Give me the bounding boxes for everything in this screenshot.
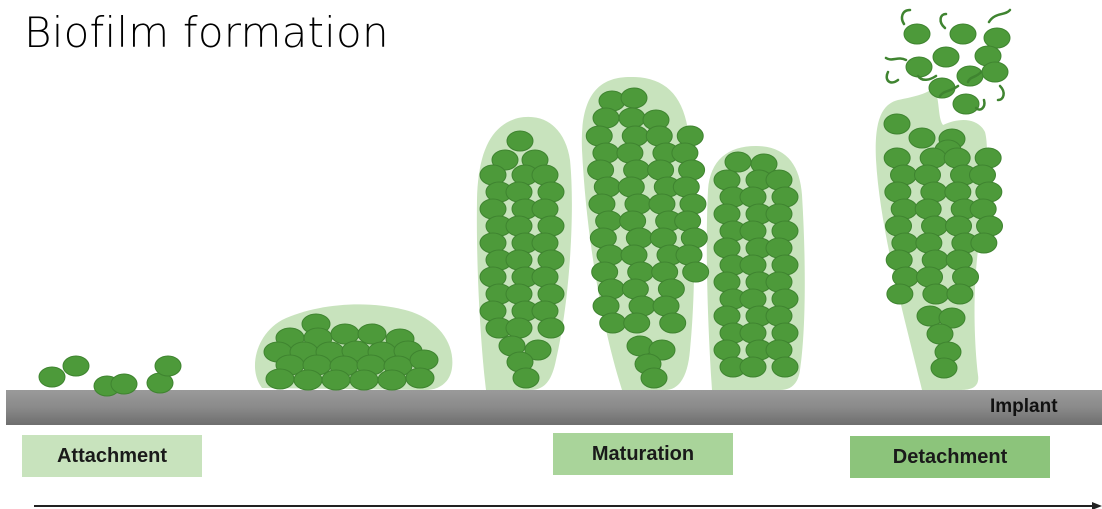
bacterium-cell <box>906 57 932 77</box>
bacterium-cell <box>406 368 434 388</box>
bacterium-cell <box>904 24 930 44</box>
flagellum <box>998 86 1004 100</box>
bacterium-cell <box>621 88 647 108</box>
stage-detachment-box: Detachment <box>850 436 1050 478</box>
bacterium-cell <box>982 62 1008 82</box>
flagellum <box>886 58 906 60</box>
bacterium-cell <box>322 370 350 390</box>
bacterium-cell <box>660 313 686 333</box>
stage-detachment-label: Detachment <box>893 446 1007 469</box>
bacterium-cell <box>923 284 949 304</box>
bacterium-cell <box>507 131 533 151</box>
bacterium-cell <box>600 313 626 333</box>
bacterium-cell <box>294 370 322 390</box>
implant-label: Implant <box>990 396 1058 418</box>
bacterium-cell <box>350 370 378 390</box>
flagellum <box>902 10 910 24</box>
bacterium-cell <box>39 367 65 387</box>
bacterium-cell <box>884 114 910 134</box>
implant-surface <box>6 390 1102 425</box>
bacterium-cell <box>410 350 438 370</box>
bacterium-cell <box>933 47 959 67</box>
bacterium-cell <box>950 24 976 44</box>
bacterium-cell <box>155 356 181 376</box>
bacterium-cell <box>506 318 532 338</box>
stage-attachment-label: Attachment <box>57 445 167 468</box>
bacterium-cell <box>378 370 406 390</box>
stage-attachment-box: Attachment <box>22 435 202 477</box>
bacterium-cell <box>947 284 973 304</box>
flagellum <box>887 72 898 82</box>
bacterium-cell <box>111 374 137 394</box>
bacterium-cell <box>513 368 539 388</box>
bacterium-cell <box>266 369 294 389</box>
stage-maturation-box: Maturation <box>553 433 733 475</box>
bacterium-cell <box>725 152 751 172</box>
flagellum <box>989 10 1010 22</box>
bacterium-cell <box>957 66 983 86</box>
bacterium-cell <box>619 108 645 128</box>
bacterium-cell <box>624 313 650 333</box>
bacterium-cell <box>63 356 89 376</box>
bacterium-cell <box>887 284 913 304</box>
flagellum <box>941 14 946 28</box>
bacterium-cell <box>538 318 564 338</box>
bacterium-cell <box>358 324 386 344</box>
bacterium-cell <box>593 108 619 128</box>
bacterium-cell <box>984 28 1010 48</box>
stage-maturation-label: Maturation <box>592 443 694 466</box>
bacterium-cell <box>641 368 667 388</box>
timeline-arrowhead <box>1092 502 1102 509</box>
bacterium-cell <box>931 358 957 378</box>
bacterium-cell <box>971 233 997 253</box>
bacterium-cell <box>909 128 935 148</box>
bacterium-cell <box>740 357 766 377</box>
bacterium-cell <box>683 262 709 282</box>
bacterium-cell <box>953 94 979 114</box>
bacterium-cell <box>772 357 798 377</box>
bacterium-cell <box>927 324 953 344</box>
